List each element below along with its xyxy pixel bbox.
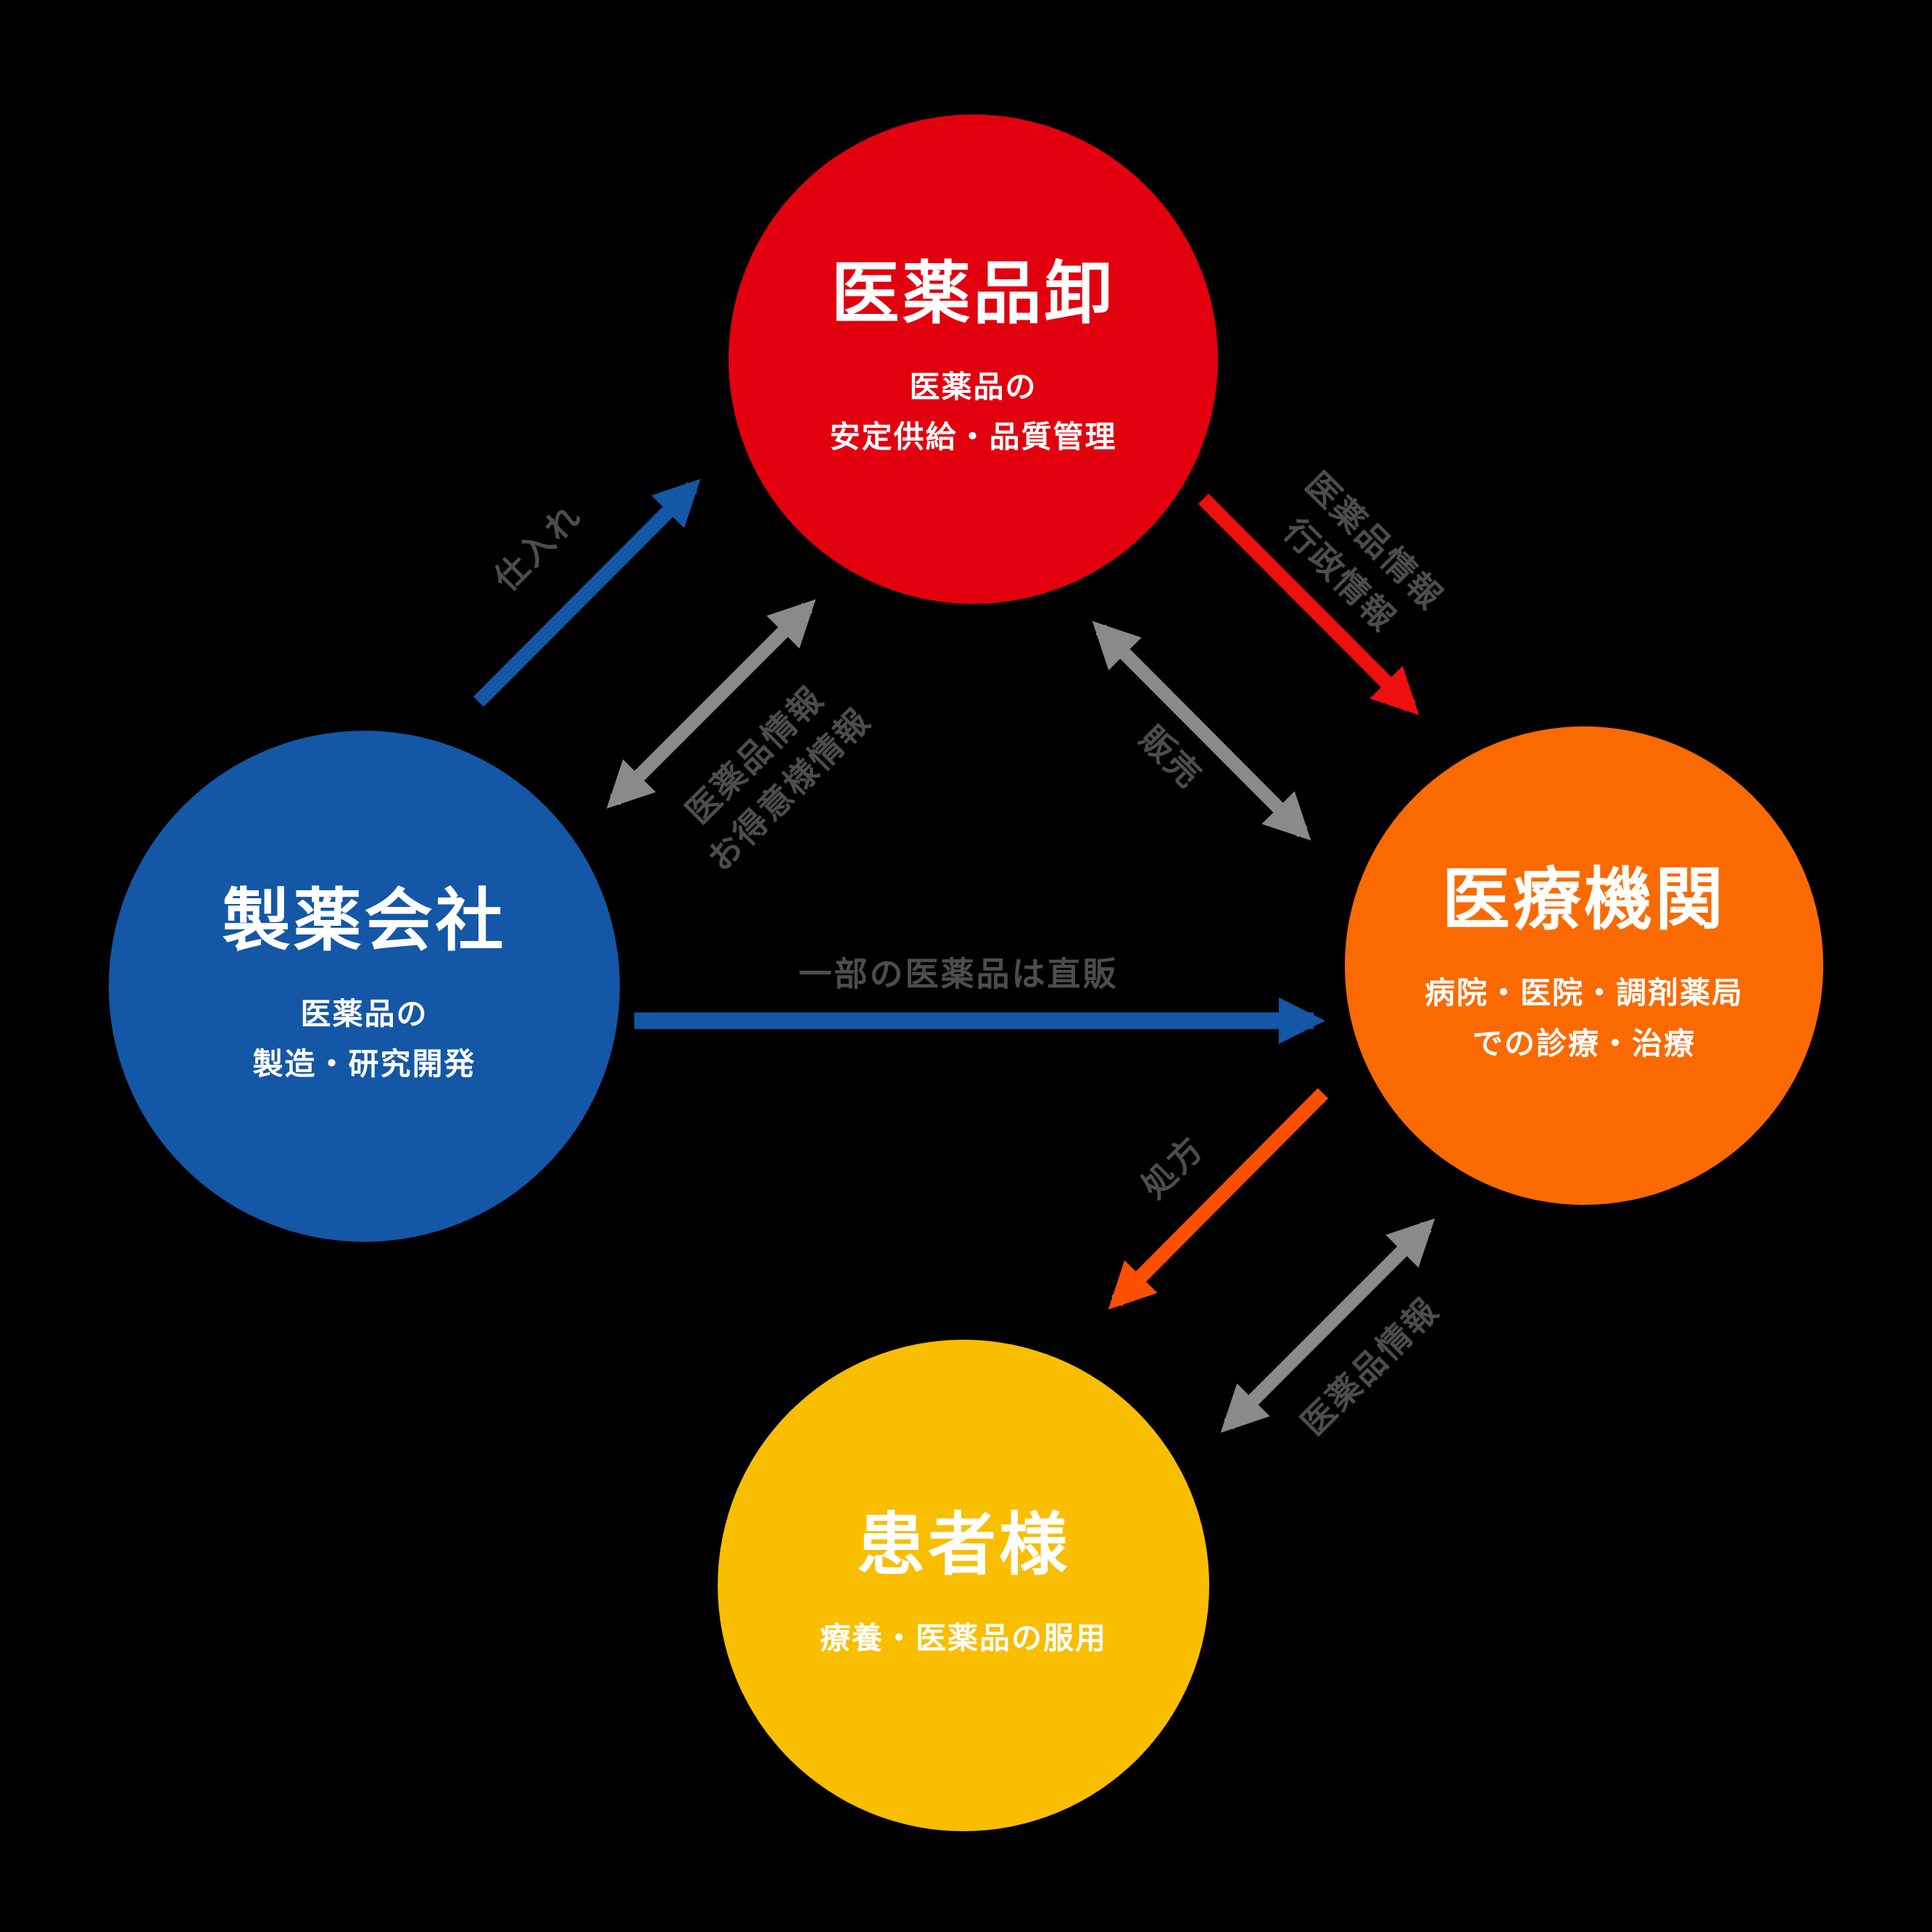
arrow-drug-admin-info [1198, 493, 1419, 716]
node-medical-institution-desc: 病院・医院・調剤薬局 での診療・治療 [1425, 968, 1744, 1069]
node-pharma-company-desc: 医薬品の 製造・研究開発 [252, 989, 476, 1090]
arrow-drug-customer-info [606, 599, 816, 809]
node-wholesaler-desc-line2: 安定供給・品質管理 [829, 419, 1117, 455]
arrow-patient-drug-info [1220, 1218, 1435, 1433]
node-medical-institution-title: 医療機関 [1441, 861, 1726, 940]
node-patient-desc-line1: 療養・医薬品の服用 [819, 1620, 1107, 1657]
node-pharma-company-desc-line1: 医薬品の [300, 995, 428, 1032]
node-patient: 患者様 療養・医薬品の服用 [718, 1340, 1209, 1831]
node-pharma-company-desc-line2: 製造・研究開発 [252, 1046, 476, 1082]
node-pharma-company-title: 製薬会社 [222, 881, 507, 961]
arrow-prescription [1108, 1087, 1329, 1310]
node-patient-title: 患者様 [856, 1505, 1070, 1585]
arrow-sales [1092, 621, 1311, 841]
node-patient-desc: 療養・医薬品の服用 [820, 1613, 1107, 1663]
node-wholesaler: 医薬品卸 医薬品の 安定供給・品質管理 [729, 115, 1218, 604]
node-pharma-company: 製薬会社 医薬品の 製造・研究開発 [109, 731, 620, 1242]
node-medical-institution-desc-line1: 病院・医院・調剤薬局 [1424, 975, 1744, 1011]
arrow-procurement [473, 478, 701, 708]
node-medical-institution: 医療機関 病院・医院・調剤薬局 での診療・治療 [1345, 726, 1823, 1205]
label-direct-sales: 一部の医薬品は直販 [798, 954, 1119, 994]
node-wholesaler-desc-line1: 医薬品の [909, 368, 1037, 405]
node-medical-institution-desc-line2: での診療・治療 [1472, 1025, 1696, 1061]
node-wholesaler-title: 医薬品卸 [831, 254, 1116, 333]
node-wholesaler-desc: 医薬品の 安定供給・品質管理 [829, 362, 1116, 463]
